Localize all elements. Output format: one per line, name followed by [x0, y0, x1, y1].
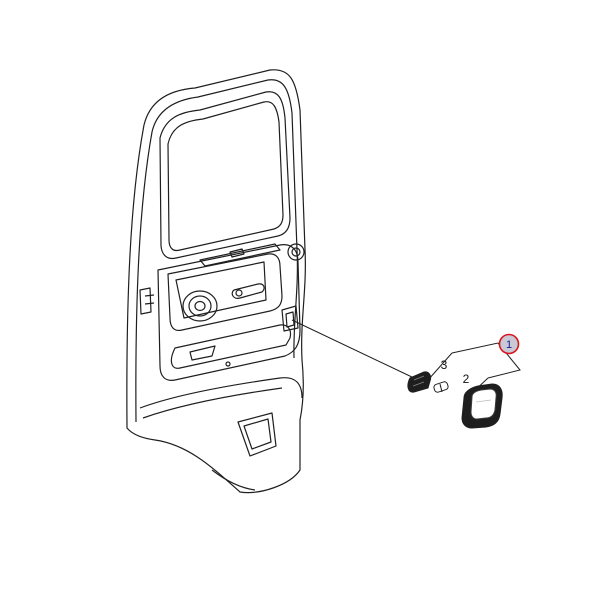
- lamp-housing-part-1: [461, 383, 503, 429]
- callout-part-2[interactable]: 2: [463, 372, 470, 386]
- callout-label-3: 3: [441, 358, 448, 372]
- door-trim-panel: [157, 243, 305, 381]
- leader-lines: [291, 319, 521, 396]
- callout-label-2: 2: [463, 372, 470, 386]
- door-panel: [126, 69, 306, 494]
- callout-part-1[interactable]: 1: [498, 333, 520, 355]
- callout-circle: [498, 333, 520, 355]
- callout-label-1: 1: [506, 339, 512, 351]
- bulb-socket-part-3: [407, 371, 432, 393]
- bulb-part-2: [433, 381, 449, 393]
- door-lower-section: [139, 377, 303, 491]
- callout-part-3[interactable]: 3: [441, 358, 448, 372]
